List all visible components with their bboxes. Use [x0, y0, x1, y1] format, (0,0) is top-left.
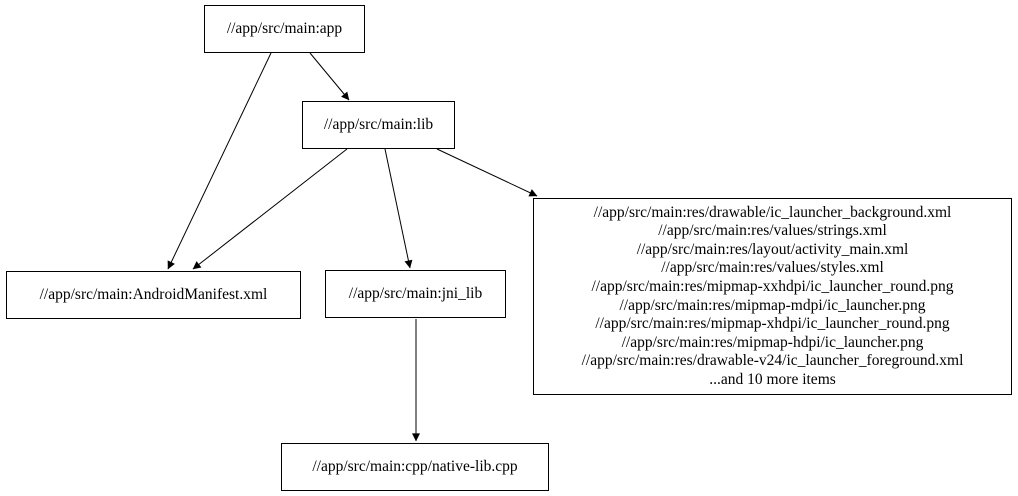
res-line: //app/src/main:res/mipmap-mdpi/ic_launch… [619, 296, 926, 314]
graph-node-lib: //app/src/main:lib [302, 101, 455, 149]
node-jni-lib-label: //app/src/main:jni_lib [348, 284, 483, 302]
graph-node-native-lib: //app/src/main:cpp/native-lib.cpp [281, 443, 549, 491]
graph-node-android-manifest: //app/src/main:AndroidManifest.xml [6, 271, 301, 319]
edge-app-to-android_manifest [167, 52, 272, 270]
res-line: ...and 10 more items [709, 370, 836, 388]
node-native-lib-label: //app/src/main:cpp/native-lib.cpp [312, 457, 518, 475]
res-line: //app/src/main:res/mipmap-xxhdpi/ic_laun… [591, 277, 954, 295]
edge-app-to-lib [309, 52, 350, 101]
node-app-label: //app/src/main:app [226, 19, 343, 37]
graph-node-res-group: //app/src/main:res/drawable/ic_launcher_… [533, 198, 1012, 395]
res-line: //app/src/main:res/drawable-v24/ic_launc… [581, 352, 964, 370]
res-line: //app/src/main:res/mipmap-hdpi/ic_launch… [621, 333, 924, 351]
node-lib-label: //app/src/main:lib [323, 115, 434, 133]
graph-node-jni-lib: //app/src/main:jni_lib [325, 270, 506, 318]
edge-lib-to-android_manifest [192, 148, 348, 270]
edge-lib-to-jni_lib [384, 148, 413, 269]
node-android-manifest-label: //app/src/main:AndroidManifest.xml [39, 285, 268, 303]
res-line: //app/src/main:res/layout/activity_main.… [636, 240, 909, 258]
graph-node-app: //app/src/main:app [204, 5, 365, 53]
edge-lib-to-res_group [436, 148, 538, 197]
res-line: //app/src/main:res/mipmap-xhdpi/ic_launc… [595, 315, 950, 333]
res-line: //app/src/main:res/drawable/ic_launcher_… [593, 203, 952, 221]
res-line: //app/src/main:res/values/strings.xml [658, 222, 887, 240]
res-line: //app/src/main:res/values/styles.xml [661, 259, 884, 277]
